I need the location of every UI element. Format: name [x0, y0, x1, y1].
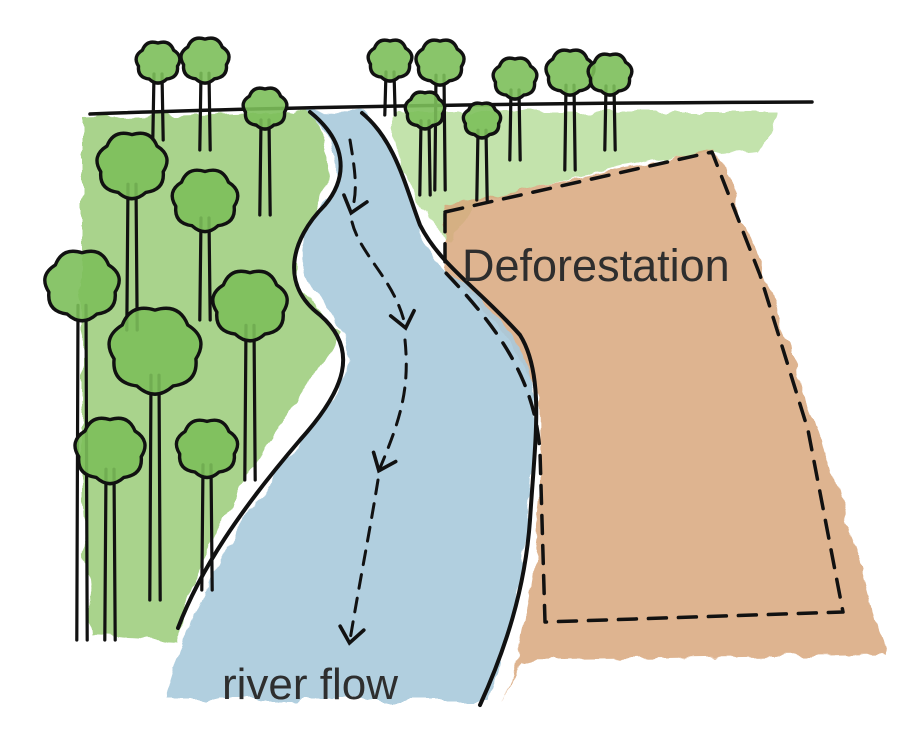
flow-arrow-icon [342, 138, 369, 216]
tree-icon [586, 52, 634, 152]
flow-arrow-icon [350, 220, 416, 331]
tree-icon [179, 36, 231, 152]
tree-icon [544, 48, 596, 172]
tree-icon [403, 90, 447, 197]
tree-icon [174, 418, 240, 592]
tree-icon [461, 101, 503, 202]
tree-icon [366, 38, 414, 117]
river-right-bank [360, 111, 539, 707]
tree-icon [414, 38, 466, 192]
tree-icon [241, 86, 289, 217]
tree-icon [491, 56, 539, 162]
tree-icon [170, 168, 240, 322]
river [165, 110, 536, 700]
tree-group [43, 36, 634, 642]
forest-area [82, 112, 340, 640]
tree-icon [107, 306, 203, 602]
tree-icon [134, 40, 182, 142]
cleared-land-area [445, 150, 885, 700]
forest-area-back [395, 112, 780, 240]
river-flow-label: river flow [222, 660, 399, 709]
tree-icon [43, 249, 121, 642]
tree-icon [95, 131, 169, 332]
flow-arrow-icon [338, 478, 380, 646]
tree-icon [73, 416, 147, 642]
deforestation-boundary [443, 150, 845, 624]
tree-icon [211, 269, 289, 482]
river-left-bank [176, 110, 346, 630]
deforestation-label: Deforestation [462, 240, 730, 291]
